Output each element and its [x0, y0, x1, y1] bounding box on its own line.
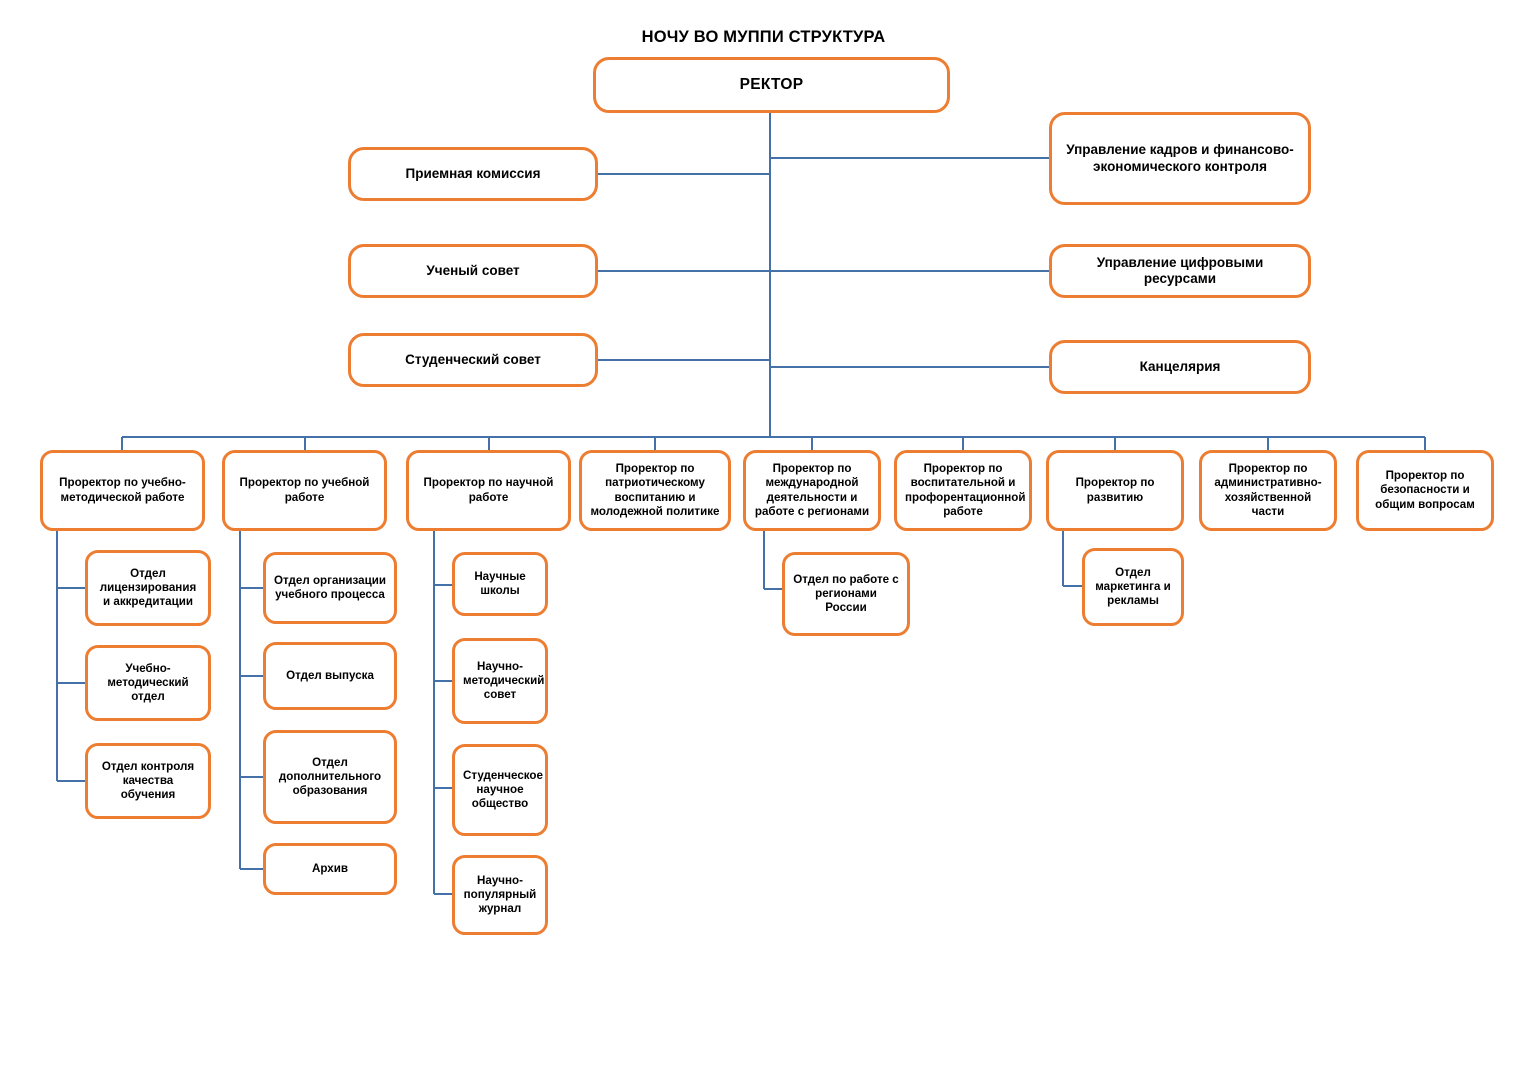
node-hr-finance-department-label: Управление кадров и финансово-экономичес…	[1066, 142, 1294, 174]
node-prorector-1[interactable]: Проректор по учебно-методической работе	[40, 450, 205, 531]
node-digital-resources-department-label: Управление цифровыми ресурсами	[1096, 254, 1264, 286]
node-prorector-6-label: Проректор по воспитательной и профорента…	[905, 462, 1026, 518]
node-dept-popular-science-journal[interactable]: Научно-популярный журнал	[452, 855, 548, 935]
chart-title: НОЧУ ВО МУППИ СТРУКТУРА	[641, 28, 886, 46]
node-academic-council[interactable]: Ученый совет	[348, 244, 598, 298]
node-dept-scientific-schools[interactable]: Научные школы	[452, 552, 548, 616]
node-prorector-7[interactable]: Проректор по развитию	[1046, 450, 1184, 531]
node-prorector-1-label: Проректор по учебно-методической работе	[59, 476, 186, 504]
node-dept-scientific-methodical-council-label: Научно-методический совет	[463, 659, 545, 702]
node-prorector-9-label: Проректор по безопасности и общим вопрос…	[1375, 469, 1475, 511]
node-prorector-7-label: Проректор по развитию	[1075, 476, 1155, 504]
node-dept-archive[interactable]: Архив	[263, 843, 397, 895]
node-prorector-5[interactable]: Проректор по международной деятельности …	[743, 450, 881, 531]
node-academic-council-label: Ученый совет	[426, 262, 520, 278]
node-dept-archive-label: Архив	[311, 861, 348, 875]
node-dept-scientific-methodical-council[interactable]: Научно-методический совет	[452, 638, 548, 724]
node-prorector-6[interactable]: Проректор по воспитательной и профорента…	[894, 450, 1032, 531]
node-dept-marketing-advertising-label: Отдел маркетинга и рекламы	[1095, 565, 1171, 608]
node-dept-additional-education-label: Отдел дополнительного образования	[278, 755, 382, 798]
node-digital-resources-department[interactable]: Управление цифровыми ресурсами	[1049, 244, 1311, 298]
node-prorector-2[interactable]: Проректор по учебной работе	[222, 450, 387, 531]
node-prorector-4[interactable]: Проректор по патриотическому воспитанию …	[579, 450, 731, 531]
node-dept-popular-science-journal-label: Научно-популярный журнал	[463, 873, 537, 916]
node-dept-study-process-organization[interactable]: Отдел организации учебного процесса	[263, 552, 397, 624]
node-chancellery[interactable]: Канцелярия	[1049, 340, 1311, 394]
node-dept-graduation-label: Отдел выпуска	[286, 668, 374, 682]
node-dept-student-scientific-society-label: Студенческое научное общество	[463, 768, 543, 811]
node-dept-study-process-organization-label: Отдел организации учебного процесса	[274, 573, 386, 601]
node-admissions-committee-label: Приемная комиссия	[405, 165, 541, 181]
node-dept-regions-of-russia-label: Отдел по работе с регионами России	[793, 572, 899, 615]
node-prorector-8[interactable]: Проректор по административно-хозяйственн…	[1199, 450, 1337, 531]
node-prorector-2-label: Проректор по учебной работе	[239, 476, 370, 504]
node-dept-quality-control[interactable]: Отдел контроля качества обучения	[85, 743, 211, 819]
node-dept-additional-education[interactable]: Отдел дополнительного образования	[263, 730, 397, 824]
node-dept-scientific-schools-label: Научные школы	[474, 569, 526, 597]
node-dept-marketing-advertising[interactable]: Отдел маркетинга и рекламы	[1082, 548, 1184, 626]
node-dept-student-scientific-society[interactable]: Студенческое научное общество	[452, 744, 548, 836]
node-prorector-9[interactable]: Проректор по безопасности и общим вопрос…	[1356, 450, 1494, 531]
node-prorector-8-label: Проректор по административно-хозяйственн…	[1214, 462, 1322, 518]
node-dept-regions-of-russia[interactable]: Отдел по работе с регионами России	[782, 552, 910, 636]
node-dept-educational-methodical-label: Учебно-методический отдел	[107, 661, 189, 704]
node-dept-quality-control-label: Отдел контроля качества обучения	[101, 759, 195, 802]
node-prorector-3-label: Проректор по научной работе	[423, 476, 554, 504]
node-dept-licensing-accreditation-label: Отдел лицензирования и аккредитации	[99, 566, 197, 609]
node-dept-graduation[interactable]: Отдел выпуска	[263, 642, 397, 710]
node-dept-licensing-accreditation[interactable]: Отдел лицензирования и аккредитации	[85, 550, 211, 626]
node-prorector-4-label: Проректор по патриотическому воспитанию …	[590, 462, 720, 518]
node-hr-finance-department[interactable]: Управление кадров и финансово-экономичес…	[1049, 112, 1311, 205]
node-rector[interactable]: РЕКТОР	[593, 57, 950, 113]
node-chancellery-label: Канцелярия	[1139, 358, 1221, 374]
node-rector-label: РЕКТОР	[739, 75, 804, 93]
node-student-council[interactable]: Студенческий совет	[348, 333, 598, 387]
node-prorector-3[interactable]: Проректор по научной работе	[406, 450, 571, 531]
node-student-council-label: Студенческий совет	[405, 351, 541, 367]
node-dept-educational-methodical[interactable]: Учебно-методический отдел	[85, 645, 211, 721]
node-admissions-committee[interactable]: Приемная комиссия	[348, 147, 598, 201]
node-prorector-5-label: Проректор по международной деятельности …	[754, 462, 870, 518]
